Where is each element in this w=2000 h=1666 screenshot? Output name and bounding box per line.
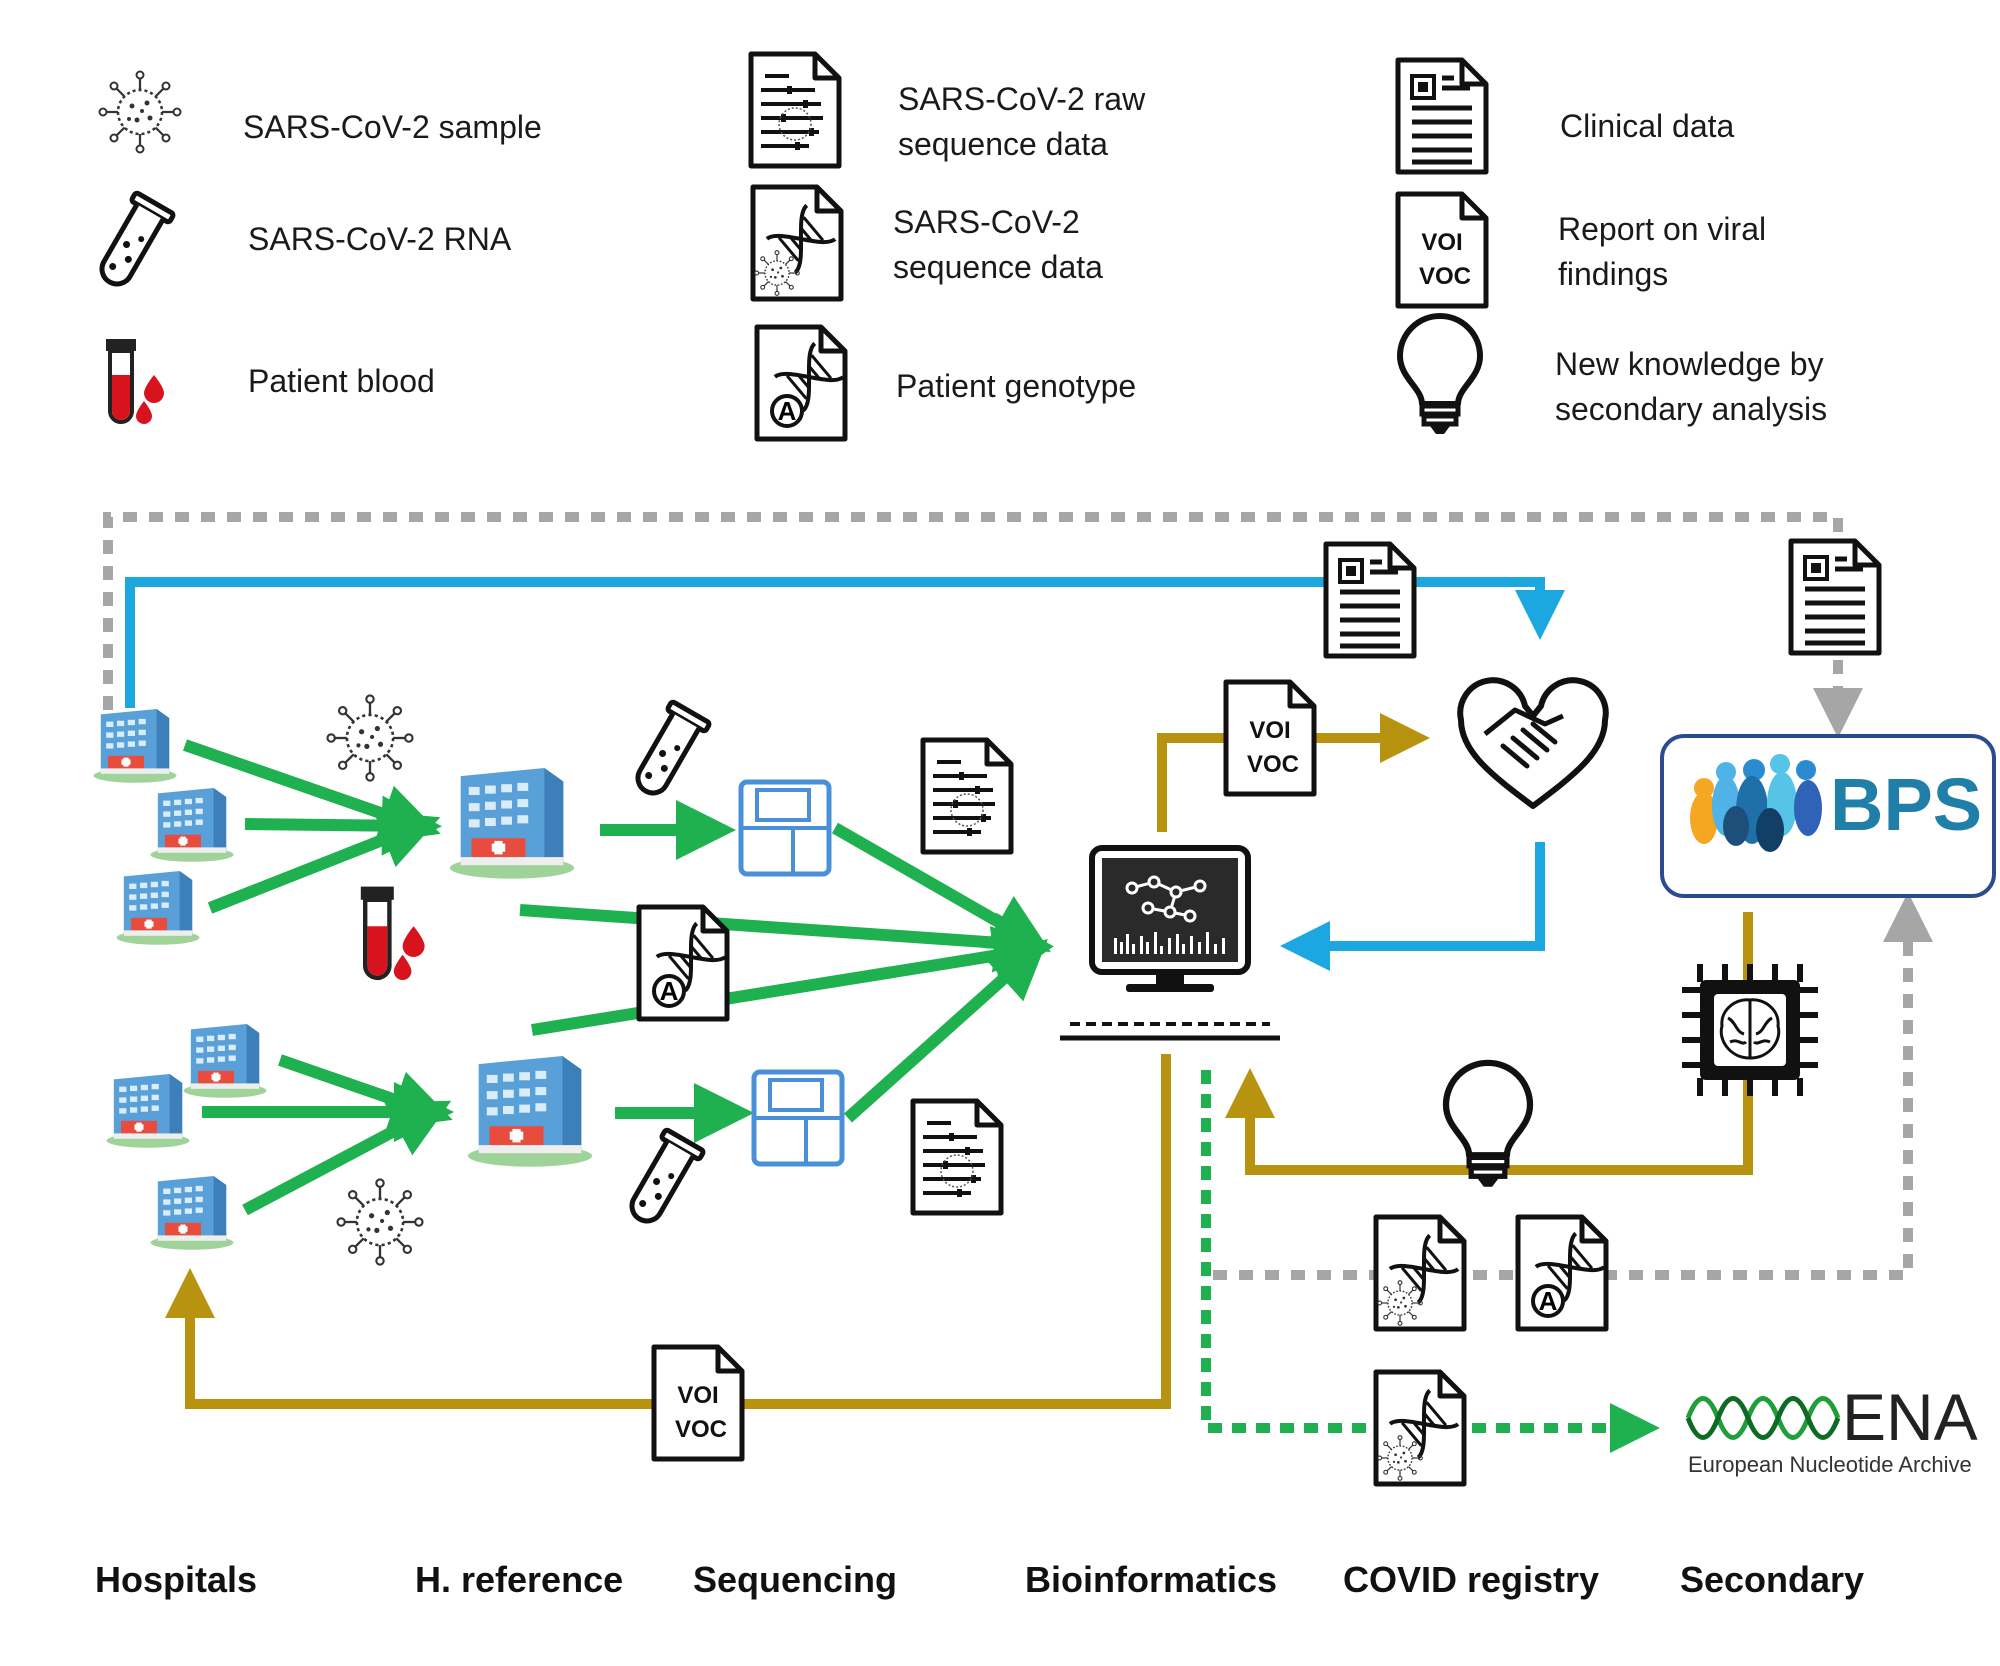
- ena-logo: ENA European Nucleotide Archive: [1685, 1380, 1978, 1477]
- hospital-building-icon: [116, 871, 200, 945]
- sequencer-icon: [754, 1072, 842, 1164]
- legend-item-rna: SARS-CoV-2 RNA: [90, 192, 512, 293]
- hospital-building-icon: [150, 788, 234, 862]
- bps-box: BPS: [1660, 734, 1996, 898]
- blood-tube-icon: [361, 887, 425, 981]
- ai-chip-icon: [1682, 964, 1818, 1096]
- handshake-heart-icon: [1457, 677, 1609, 809]
- svg-text:VOC: VOC: [1419, 263, 1471, 290]
- reference-hospital-icon: [449, 768, 575, 879]
- legend-label-raw-sequence: SARS-CoV-2 raw sequence data: [898, 81, 1154, 162]
- legend-item-knowledge: New knowledge by secondary analysis: [1400, 316, 1832, 434]
- legend-item-clinical: Clinical data: [1398, 60, 1735, 172]
- legend-label-clinical: Clinical data: [1560, 108, 1735, 144]
- legend-item-raw-sequence: SARS-CoV-2 raw sequence data: [751, 54, 1154, 166]
- green-flows-to-reference: [183, 739, 454, 1216]
- voi-voc-report-icon: VOI VOC: [1226, 682, 1314, 794]
- svg-text:VOI: VOI: [1421, 229, 1462, 256]
- sequence-doc-icon: [1376, 1372, 1464, 1484]
- legend-label-rna: SARS-CoV-2 RNA: [248, 221, 512, 257]
- reference-hospital-icon: [467, 1056, 593, 1167]
- voi-voc-report-icon: VOI VOC: [654, 1347, 742, 1459]
- hospitals: [93, 709, 267, 1250]
- stage-label-sequencing: Sequencing: [693, 1559, 897, 1600]
- legend-label-sample: SARS-CoV-2 sample: [243, 109, 542, 145]
- svg-text:VOC: VOC: [675, 1416, 727, 1443]
- test-tube-icon: [90, 192, 174, 293]
- blue-flow-registry-to-bioinfo: [1280, 842, 1545, 971]
- legend-item-blood: Patient blood: [104, 337, 435, 426]
- legend-label-sequence: SARS-CoV-2 sequence data: [893, 204, 1103, 285]
- test-tube-icon: [620, 1129, 704, 1230]
- flow-items: A: [326, 694, 1011, 1266]
- lightbulb-icon: [1400, 316, 1480, 434]
- ena-subtitle: European Nucleotide Archive: [1688, 1452, 1972, 1477]
- bps-label: BPS: [1830, 763, 1982, 846]
- legend: SARS-CoV-2 sample SARS-CoV-2 RNA Patient…: [90, 54, 1832, 439]
- virus-sample-icon: [326, 694, 414, 782]
- stage-label-bioinformatics: Bioinformatics: [1025, 1559, 1277, 1600]
- bioinformatics-computer: [1060, 845, 1280, 1041]
- legend-item-sample: SARS-CoV-2 sample: [98, 70, 542, 154]
- stage-label-secondary: Secondary: [1680, 1559, 1864, 1600]
- blood-tube-icon: [104, 337, 166, 426]
- svg-text:VOC: VOC: [1247, 751, 1299, 778]
- svg-text:VOI: VOI: [1249, 717, 1290, 744]
- svg-text:A: A: [660, 976, 679, 1006]
- clinical-doc-icon: [1398, 60, 1486, 172]
- gray-flow-registry-to-bps: [1213, 892, 1933, 1280]
- stage-label-reference: H. reference: [415, 1559, 623, 1600]
- gold-flow-bioinfo-to-registry: [1157, 713, 1430, 832]
- legend-item-genotype: A Patient genotype: [757, 327, 1136, 439]
- legend-item-report: VOI VOC Report on viral findings: [1398, 194, 1775, 306]
- legend-label-report: Report on viral findings: [1558, 211, 1775, 292]
- stage-label-registry: COVID registry: [1343, 1559, 1599, 1600]
- gray-flow-top: [103, 512, 1843, 710]
- blue-flow-hospital-to-registry: [125, 577, 1565, 708]
- sequence-doc-icon: [1376, 1217, 1464, 1329]
- raw-sequence-doc-icon: [913, 1101, 1001, 1213]
- hospital-building-icon: [93, 709, 177, 783]
- sequencers: [741, 782, 842, 1164]
- ena-label: ENA: [1842, 1380, 1978, 1454]
- legend-label-blood: Patient blood: [248, 363, 435, 399]
- legend-label-knowledge: New knowledge by secondary analysis: [1555, 346, 1832, 427]
- svg-text:A: A: [1539, 1286, 1558, 1316]
- genotype-doc-icon: A: [1518, 1217, 1606, 1329]
- genotype-doc-icon: A: [757, 327, 845, 439]
- ena-wave-icon: [1685, 1396, 1841, 1440]
- hospital-building-icon: [183, 1024, 267, 1098]
- green-flows-to-sequencing: [600, 800, 754, 1143]
- legend-label-genotype: Patient genotype: [896, 368, 1136, 404]
- sequence-doc-icon: [753, 187, 841, 299]
- raw-sequence-doc-icon: [751, 54, 839, 166]
- legend-item-sequence: SARS-CoV-2 sequence data: [753, 187, 1103, 299]
- virus-sample-icon: [98, 70, 182, 154]
- hospital-building-icon: [150, 1176, 234, 1250]
- clinical-doc-icon: [1791, 541, 1879, 653]
- sequencer-icon: [741, 782, 829, 874]
- green-flows-to-bioinfo: [519, 822, 1054, 1123]
- reference-hospitals: [449, 768, 593, 1167]
- svg-text:A: A: [778, 396, 797, 426]
- virus-sample-icon: [336, 1178, 424, 1266]
- stage-labels: Hospitals H. reference Sequencing Bioinf…: [95, 1559, 1864, 1600]
- genotype-doc-icon: A: [639, 907, 727, 1019]
- clinical-doc-icon: [1326, 544, 1414, 656]
- stage-label-hospitals: Hospitals: [95, 1559, 257, 1600]
- hospital-building-icon: [106, 1074, 190, 1148]
- svg-text:VOI: VOI: [677, 1382, 718, 1409]
- bps-people-logo-icon: [1690, 754, 1822, 852]
- raw-sequence-doc-icon: [923, 740, 1011, 852]
- test-tube-icon: [626, 701, 710, 802]
- voi-voc-report-icon: VOI VOC: [1398, 194, 1486, 306]
